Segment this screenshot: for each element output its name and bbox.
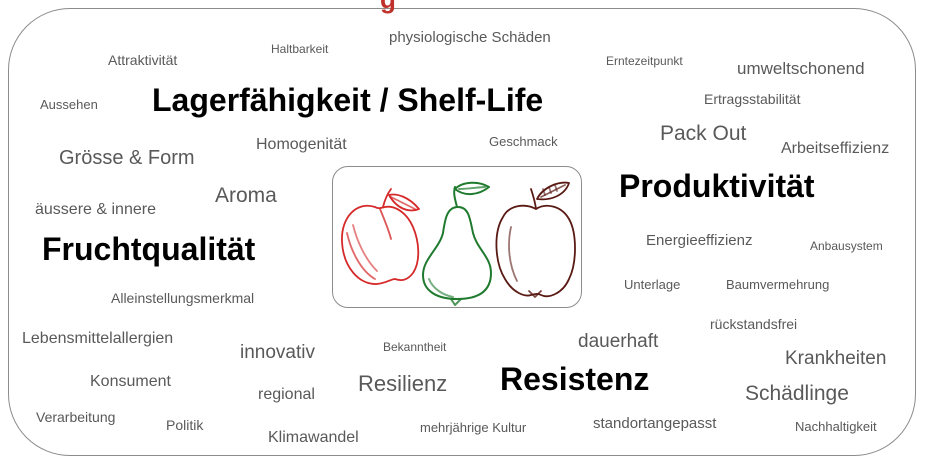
word-aeussere-innere: äussere & innere: [35, 201, 156, 218]
word-nachhaltigkeit: Nachhaltigkeit: [795, 419, 877, 434]
word-physiologische-schaeden: physiologische Schäden: [389, 29, 551, 46]
word-attraktivitaet: Attraktivität: [108, 52, 178, 68]
word-rueckstandsfrei: rückstandsfrei: [710, 316, 798, 332]
apricot-icon: [341, 188, 420, 285]
word-fruchtqualitaet: Fruchtqualität: [42, 231, 256, 267]
word-ertragsstabilitaet: Ertragsstabilität: [704, 91, 801, 107]
word-resistenz: Resistenz: [500, 361, 650, 397]
word-arbeitseffizienz: Arbeitseffizienz: [781, 140, 890, 157]
fruit-illustration: [341, 181, 576, 306]
word-klimawandel: Klimawandel: [268, 429, 359, 446]
word-baumvermehrung: Baumvermehrung: [726, 277, 830, 292]
word-schaedlinge: Schädlinge: [745, 382, 849, 405]
pear-icon: [422, 181, 492, 306]
word-resilienz: Resilienz: [358, 371, 448, 396]
word-umweltschonend: umweltschonend: [737, 59, 865, 78]
word-groesse-form: Grösse & Form: [59, 147, 195, 169]
word-lebensmittelallergien: Lebensmittelallergien: [22, 330, 174, 347]
word-krankheiten: Krankheiten: [785, 348, 887, 369]
word-produktivitaet: Produktivität: [619, 168, 815, 204]
word-regional: regional: [258, 386, 315, 403]
word-lagerfaehigkeit: Lagerfähigkeit / Shelf-Life: [152, 82, 544, 118]
title-fragment: g: [380, 0, 396, 15]
apple-icon: [495, 181, 576, 298]
word-homogenitaet: Homogenität: [256, 136, 347, 153]
word-erntezeitpunkt: Erntezeitpunkt: [606, 54, 683, 68]
word-unterlage: Unterlage: [624, 277, 681, 292]
word-aussehen: Aussehen: [40, 97, 98, 112]
word-standortangepasst: standortangepasst: [593, 415, 717, 432]
word-innovativ: innovativ: [240, 342, 315, 363]
word-politik: Politik: [166, 417, 204, 433]
word-dauerhaft: dauerhaft: [578, 331, 659, 352]
word-konsument: Konsument: [90, 373, 171, 390]
word-verarbeitung: Verarbeitung: [36, 409, 116, 425]
word-energieeffizienz: Energieeffizienz: [646, 232, 753, 249]
word-cloud-frame: [8, 8, 916, 456]
word-alleinstellungsmerkmal: Alleinstellungsmerkmal: [111, 290, 255, 306]
word-aroma: Aroma: [215, 184, 277, 207]
word-geschmack: Geschmack: [489, 134, 558, 149]
word-anbausystem: Anbausystem: [810, 239, 883, 253]
word-mehrjaehrige-kultur: mehrjährige Kultur: [420, 420, 527, 435]
fruit-illustration-box: [332, 166, 582, 308]
word-pack-out: Pack Out: [660, 122, 747, 145]
word-haltbarkeit: Haltbarkeit: [271, 42, 329, 56]
word-bekanntheit: Bekanntheit: [383, 340, 447, 354]
